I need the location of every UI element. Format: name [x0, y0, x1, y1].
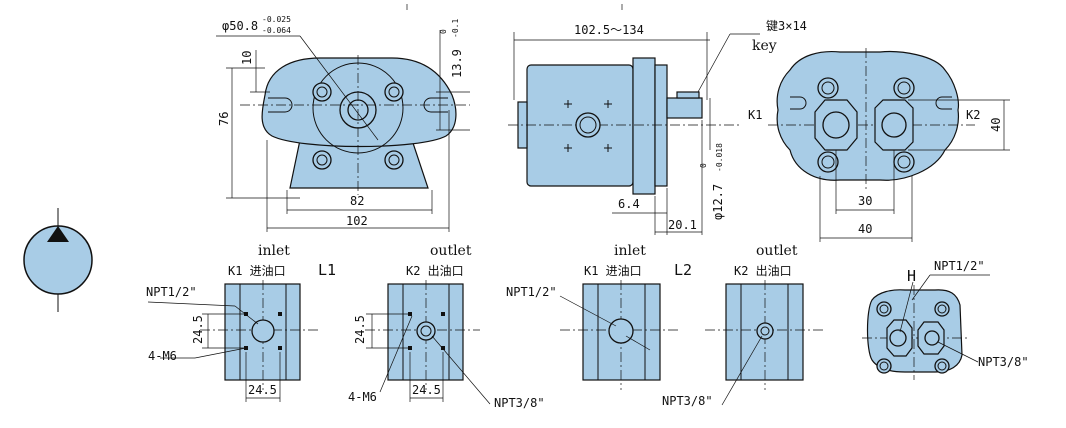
l1-k1-label: K1 进油口	[228, 264, 286, 278]
l1-inlet-port-view	[147, 280, 320, 402]
front-view	[216, 30, 470, 232]
rear-k2: K2	[966, 108, 980, 122]
side-view	[508, 32, 760, 235]
l1-npt-in: NPT1/2"	[146, 285, 197, 299]
l2-npt-right-top: NPT1/2"	[934, 259, 985, 273]
l1-k2-label: K2 出油口	[406, 264, 464, 278]
l1-dim-245-ha: 24.5	[248, 383, 277, 397]
front-dia-tol-top: -0.025	[262, 15, 291, 24]
l2-title: L2	[674, 261, 692, 279]
rear-dim-40-v: 40	[989, 118, 1003, 132]
l1-dim-245-hb: 24.5	[412, 383, 441, 397]
front-dim-82: 82	[350, 194, 364, 208]
front-dim-10: 10	[240, 51, 254, 65]
l2-inlet-en: inlet	[614, 243, 646, 259]
l2-npt-right-bot: NPT3/8"	[978, 355, 1029, 369]
l1-dim-245-va: 24.5	[191, 315, 205, 344]
front-dim-102: 102	[346, 214, 368, 228]
side-shaft-tol-top: 0	[699, 163, 708, 168]
front-dia-tol-bot: -0.064	[262, 26, 291, 35]
front-dim-139-tol-top: 0	[439, 29, 448, 34]
rear-k1: K1	[748, 108, 762, 122]
side-shaft-dia: φ12.7	[711, 184, 725, 220]
l1-npt-out: NPT3/8"	[494, 396, 545, 410]
l2-outlet-en: outlet	[756, 243, 798, 259]
rear-dim-30: 30	[858, 194, 872, 208]
side-key-en: key	[752, 38, 777, 54]
side-length: 102.5～134	[574, 23, 644, 37]
l2-h-label: H	[907, 267, 916, 285]
front-dim-139-tol-bot: -0.1	[451, 19, 460, 38]
l1-title: L1	[318, 261, 336, 279]
l2-rear-view	[862, 274, 990, 380]
front-dim-139: 13.9	[450, 49, 464, 78]
l1-m6-b: 4-M6	[348, 390, 377, 404]
l1-inlet-en: inlet	[258, 243, 290, 259]
l1-outlet-port-view	[365, 280, 491, 405]
l1-dim-245-vb: 24.5	[353, 315, 367, 344]
hydraulic-pump-symbol-icon	[23, 208, 93, 312]
side-key-label: 键3×14	[766, 19, 807, 33]
rear-view	[768, 48, 1010, 242]
front-dim-76: 76	[217, 112, 231, 126]
side-shaft-tol-bot: -0.018	[715, 143, 724, 172]
l2-k2-label: K2 出油口	[734, 264, 792, 278]
l2-inlet-port-view	[559, 280, 680, 390]
side-dim-201: 20.1	[668, 218, 697, 232]
l2-k1-label: K1 进油口	[584, 264, 642, 278]
rear-dim-40-h: 40	[858, 222, 872, 236]
l1-outlet-en: outlet	[430, 243, 472, 259]
side-dim-64: 6.4	[618, 197, 640, 211]
front-shaft-dia: φ50.8	[222, 19, 258, 33]
l1-m6-a: 4-M6	[148, 349, 177, 363]
l2-npt-out: NPT3/8"	[662, 394, 713, 408]
l2-npt-in: NPT1/2"	[506, 285, 557, 299]
l2-outlet-port-view	[705, 280, 825, 406]
